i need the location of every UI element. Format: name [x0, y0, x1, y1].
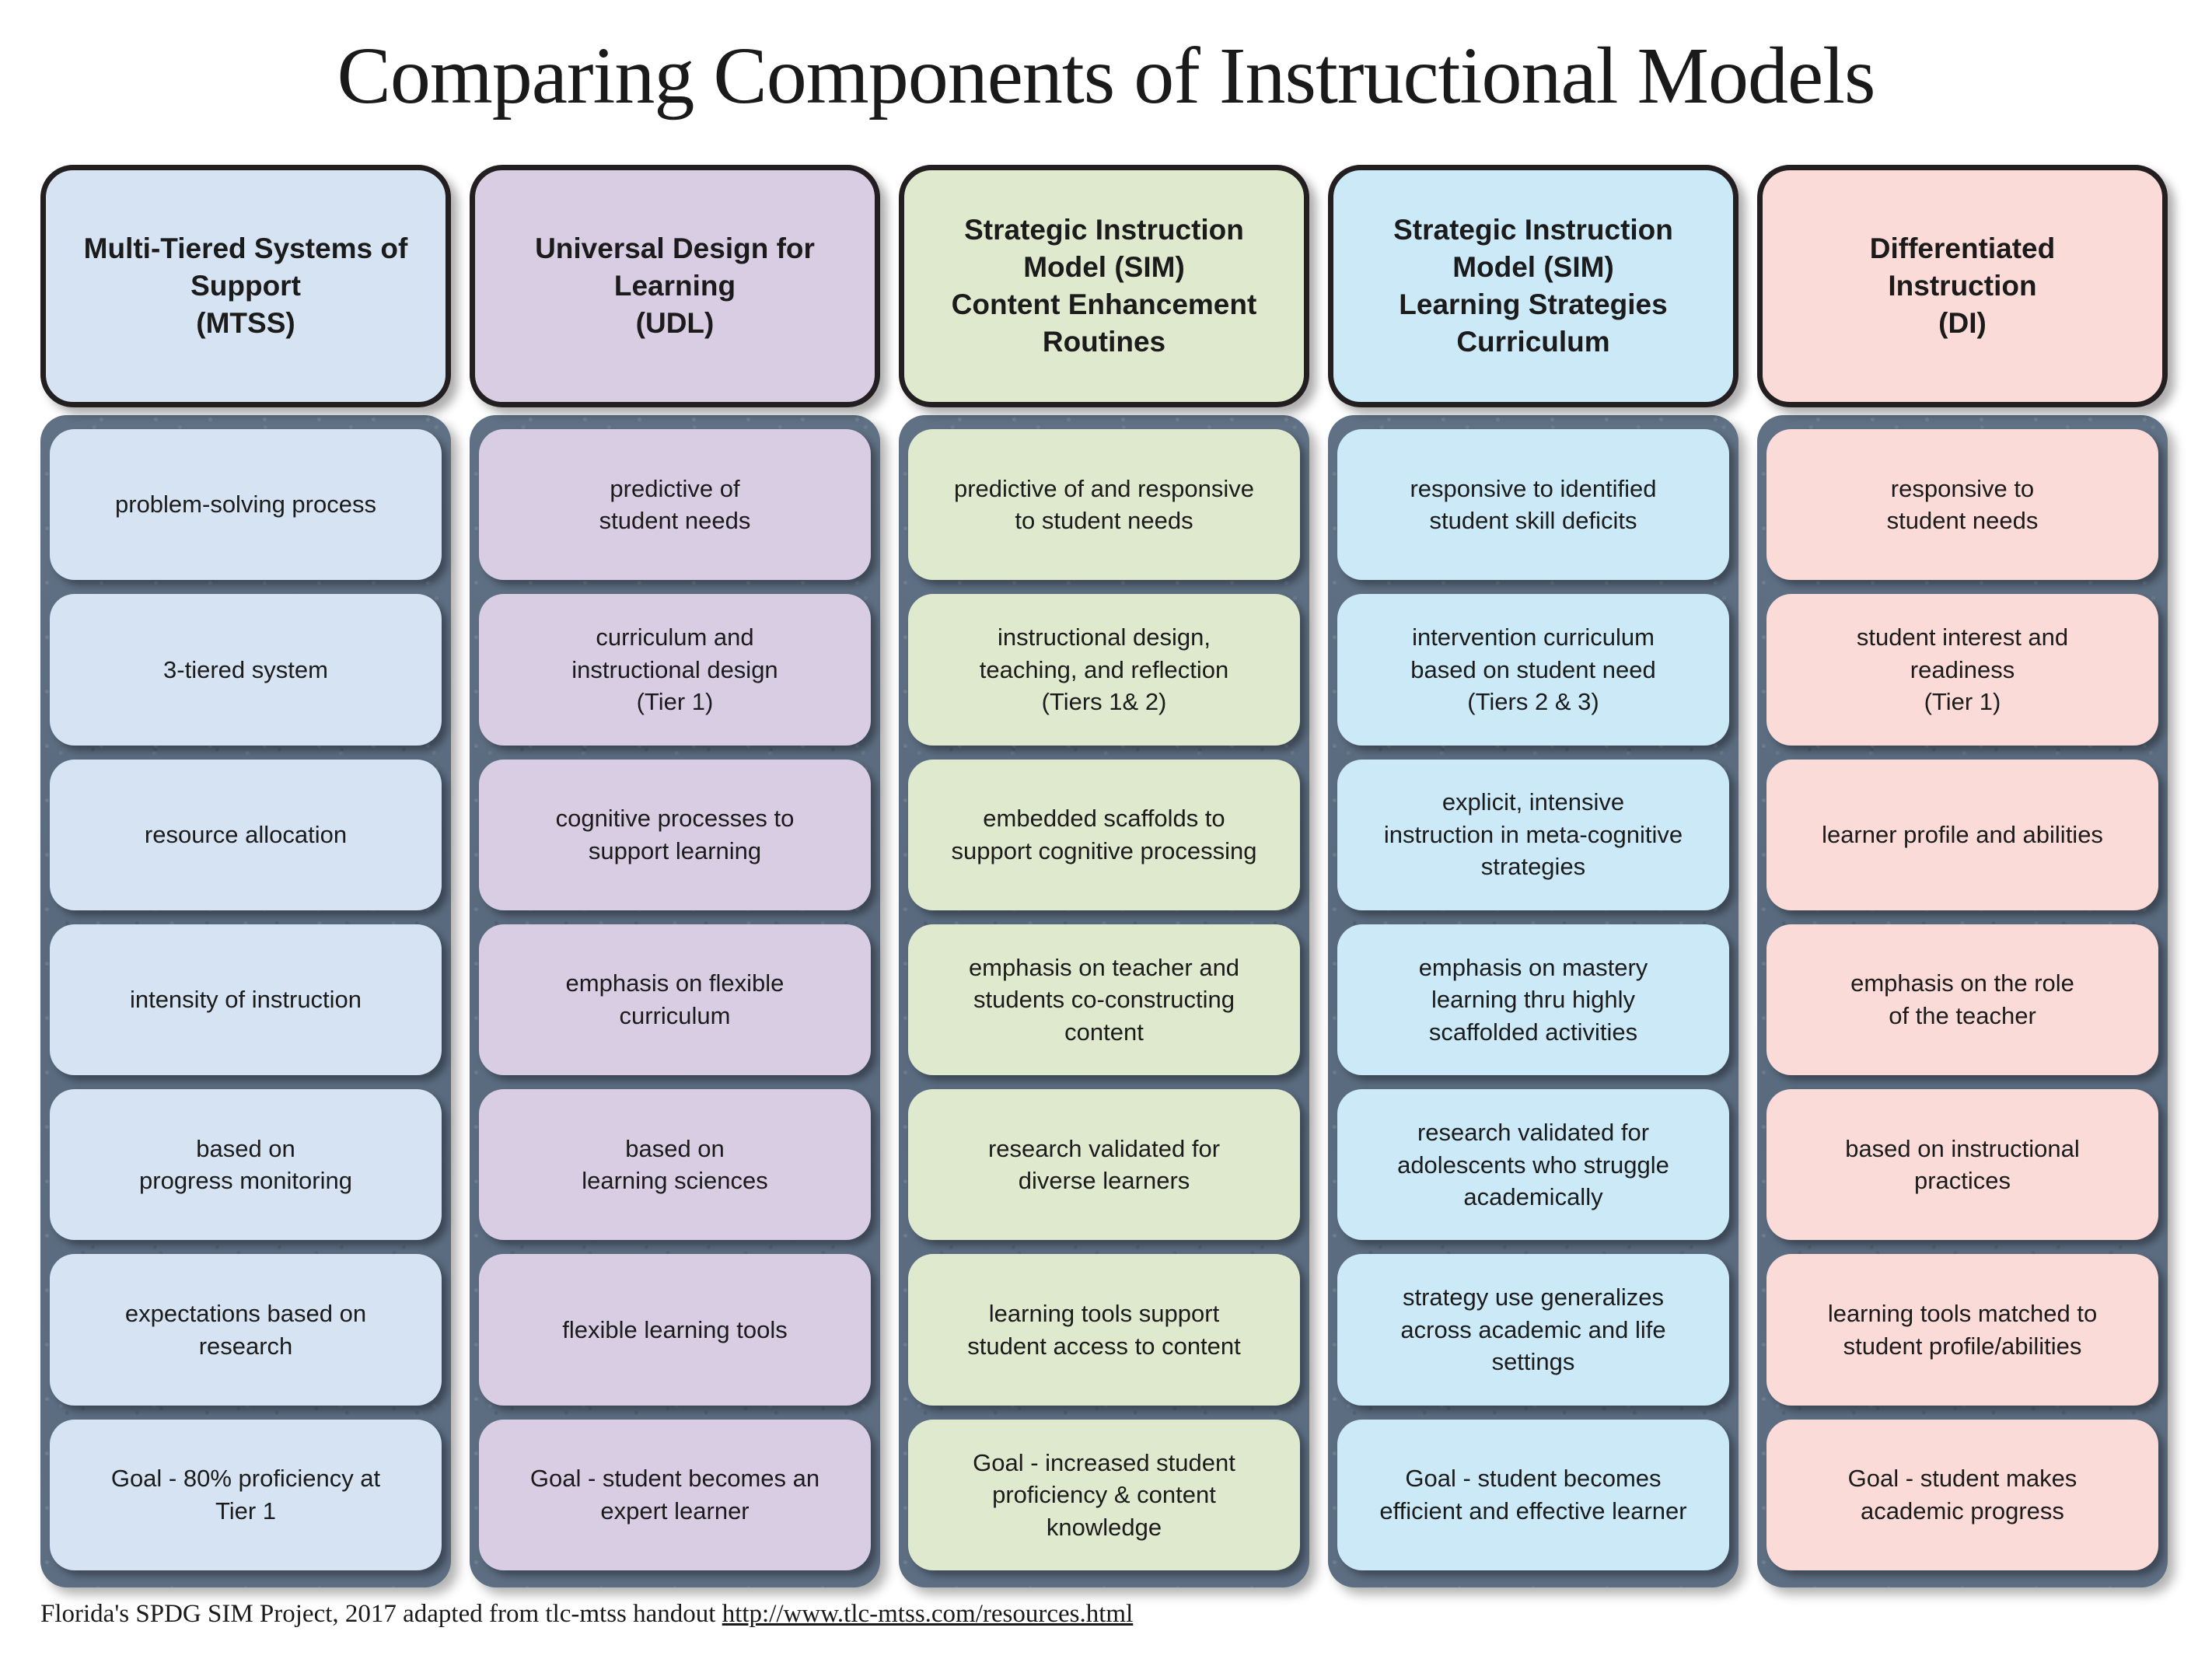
page-title: Comparing Components of Instructional Mo…	[337, 31, 1875, 120]
component-cell-label: 3-tiered system	[163, 655, 328, 683]
component-cell: flexible learning tools	[479, 1254, 871, 1406]
component-cell-label: flexible learning tools	[562, 1315, 788, 1343]
component-cell: instructional design,teaching, and refle…	[908, 594, 1300, 746]
component-cell-label: intensity of instruction	[129, 986, 362, 1014]
component-cell: problem-solving process	[50, 429, 442, 581]
component-cell: intensity of instruction	[50, 924, 442, 1076]
column-body-panel-mtss: problem-solving process 3-tiered system re…	[40, 415, 451, 1587]
component-cell: learner profile and abilities	[1766, 759, 2158, 910]
component-cell-label: resource allocation	[144, 820, 348, 848]
component-cell: 3-tiered system	[50, 594, 442, 746]
footer-text: Florida's SPDG SIM Project, 2017 adapted…	[40, 1600, 722, 1628]
footer-attribution: Florida's SPDG SIM Project, 2017 adapted…	[40, 1600, 1133, 1629]
component-cell-label: instructional design,teaching, and refle…	[979, 623, 1229, 716]
footer-source-link[interactable]: http://www.tlc-mtss.com/resources.html	[722, 1600, 1134, 1628]
component-cell-label: problem-solving process	[115, 491, 376, 519]
component-cell-label: learner profile and abilities	[1822, 820, 2103, 848]
component-cell: resource allocation	[50, 759, 442, 910]
